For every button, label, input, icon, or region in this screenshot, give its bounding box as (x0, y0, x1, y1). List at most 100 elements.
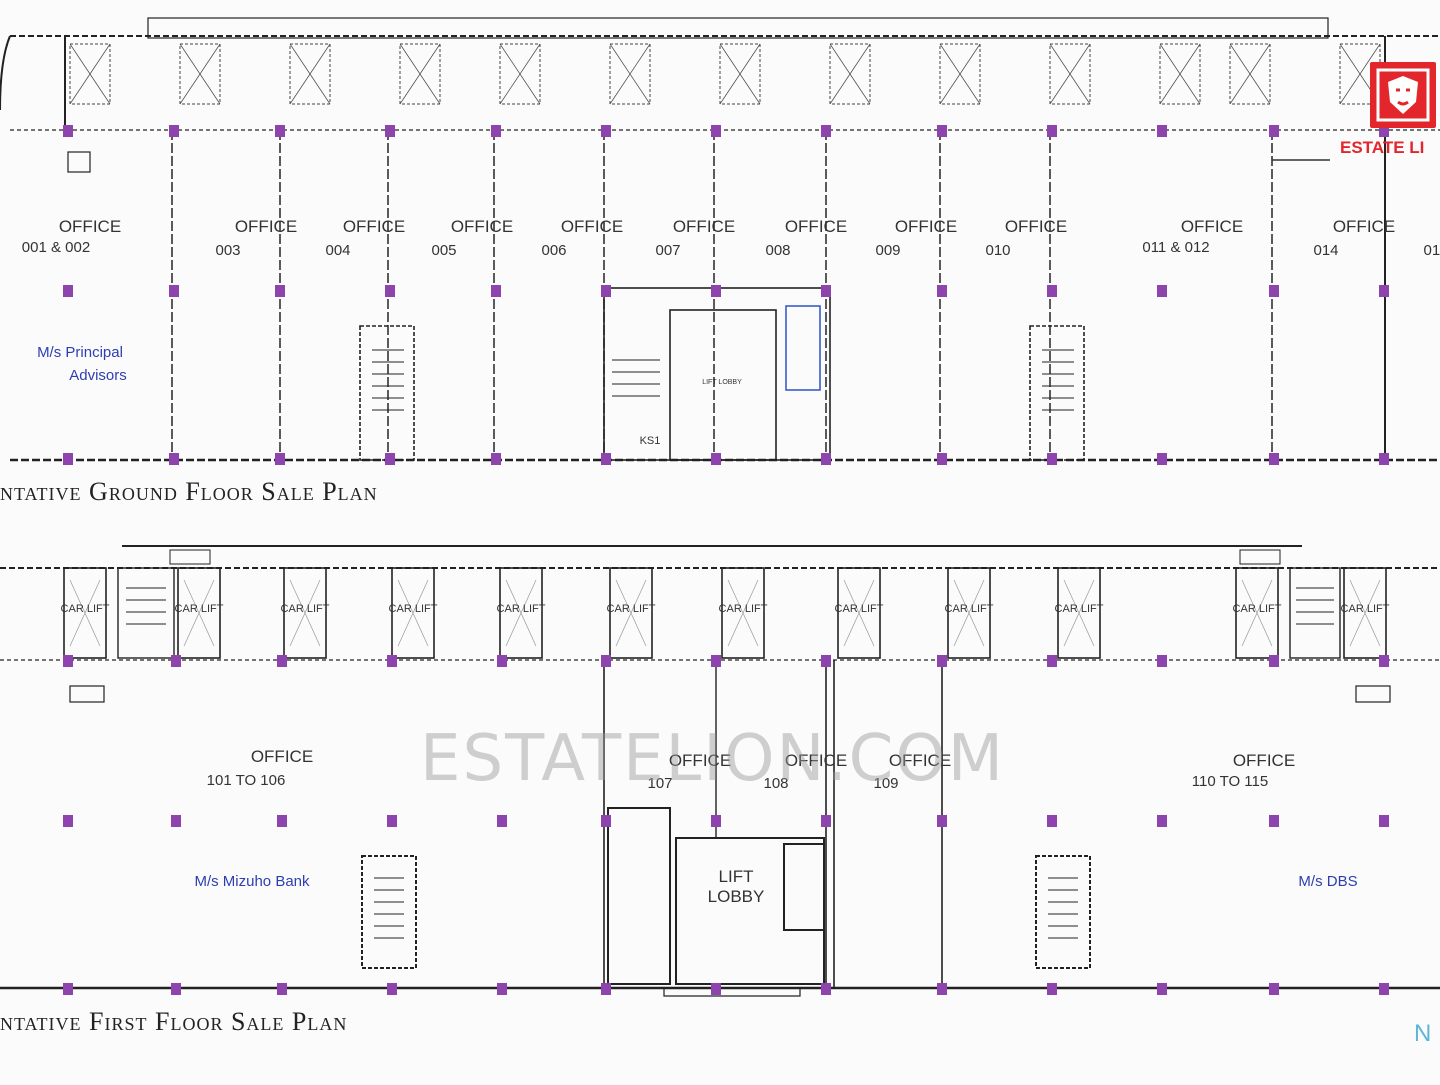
column (63, 453, 73, 465)
gf-office-unit: 001 & 002 (22, 239, 90, 256)
column (1047, 655, 1057, 667)
column (1379, 125, 1389, 137)
shaft (609, 43, 651, 105)
column (277, 655, 287, 667)
structural-columns (63, 125, 1389, 995)
shaft-cross (719, 43, 761, 105)
shaft-cross (609, 43, 651, 105)
column (387, 655, 397, 667)
car-lift (609, 567, 653, 659)
car-lift (63, 567, 107, 659)
lift-cross (843, 579, 875, 647)
column (937, 453, 947, 465)
car-lift (837, 567, 881, 659)
column (1157, 453, 1167, 465)
shaft-cross (69, 43, 111, 105)
column (1047, 983, 1057, 995)
gf-office-unit: 006 (541, 242, 566, 259)
gf-ks-label: KS1 (640, 435, 661, 447)
column (1379, 655, 1389, 667)
column (385, 125, 395, 137)
gf-office-label: OFFICE (785, 217, 847, 236)
column (937, 815, 947, 827)
column (63, 285, 73, 297)
ff-office-label: OFFICE (669, 751, 731, 770)
column (385, 285, 395, 297)
ff-office-label: OFFICE (251, 747, 313, 766)
car-lift-label: CAR LIFT (607, 603, 656, 615)
column (1269, 285, 1279, 297)
gf-office-unit: 003 (215, 242, 240, 259)
column (1379, 983, 1389, 995)
shaft-cross (1049, 43, 1091, 105)
column (1047, 125, 1057, 137)
shaft (1159, 43, 1201, 105)
shaft-cross (499, 43, 541, 105)
shaft (939, 43, 981, 105)
ff-office-label: OFFICE (889, 751, 951, 770)
gf-office-unit: 011 & 012 (1142, 239, 1209, 256)
column (275, 453, 285, 465)
column (277, 815, 287, 827)
car-lift (1343, 567, 1387, 659)
ff-office-unit: 110 TO 115 (1192, 773, 1268, 790)
ff-office-unit: 108 (763, 775, 788, 792)
lift-cross (183, 579, 215, 647)
column (1269, 655, 1279, 667)
ground-floor-shafts (69, 43, 1381, 105)
car-lift-label: CAR LIFT (945, 603, 994, 615)
brand-logo: ESTATE LI (1336, 58, 1440, 162)
car-lift-label: CAR LIFT (61, 603, 110, 615)
column (1157, 655, 1167, 667)
corner-logo-mark: N (1414, 1020, 1432, 1047)
shaft-cross (399, 43, 441, 105)
car-lift (283, 567, 327, 659)
car-lift-label: CAR LIFT (1233, 603, 1282, 615)
column (1047, 285, 1057, 297)
column (277, 983, 287, 995)
lift-cross (1349, 579, 1381, 647)
ff-tenant-name: M/s Mizuho Bank (194, 873, 310, 890)
column (937, 655, 947, 667)
column (1269, 453, 1279, 465)
ff-plan-title: ntative First Floor Sale Plan (0, 1007, 347, 1036)
column (171, 655, 181, 667)
car-lift-label: CAR LIFT (281, 603, 330, 615)
shaft (719, 43, 761, 105)
column (1157, 125, 1167, 137)
shaft-cross (179, 43, 221, 105)
gf-office-label: OFFICE (343, 217, 405, 236)
ground-floor-labels: OFFICE 001 & 002 OFFICE 003 OFFICE 004 O… (0, 217, 1440, 506)
first-floor-car-lifts: CAR LIFT CAR LIFT CAR LIFT CAR LIFT CAR LIFT… (61, 567, 1390, 659)
column (169, 285, 179, 297)
gf-tenant-name: Advisors (69, 367, 127, 384)
column (497, 815, 507, 827)
gf-office-label: OFFICE (673, 217, 735, 236)
gf-office-unit: 005 (431, 242, 456, 259)
lift-cross (289, 579, 321, 647)
column (711, 125, 721, 137)
ff-office-unit: 109 (873, 775, 898, 792)
column (1379, 453, 1389, 465)
lift-cross (505, 579, 537, 647)
gf-office-unit: 009 (875, 242, 900, 259)
brand-name: ESTATE LI (1340, 138, 1425, 157)
shaft (179, 43, 221, 105)
column (1047, 453, 1057, 465)
car-lift (391, 567, 435, 659)
gf-office-unit: 007 (655, 242, 680, 259)
column (601, 655, 611, 667)
car-lift-label: CAR LIFT (1055, 603, 1104, 615)
column (491, 453, 501, 465)
first-floor-labels: OFFICE 101 TO 106 OFFICE 107 OFFICE 108 … (0, 747, 1358, 1036)
column (387, 815, 397, 827)
gf-office-label: OFFICE (235, 217, 297, 236)
car-lift-label: CAR LIFT (497, 603, 546, 615)
column (491, 285, 501, 297)
shaft (289, 43, 331, 105)
gf-office-unit: 008 (765, 242, 790, 259)
lift-cross (953, 579, 985, 647)
column (171, 983, 181, 995)
column (275, 125, 285, 137)
